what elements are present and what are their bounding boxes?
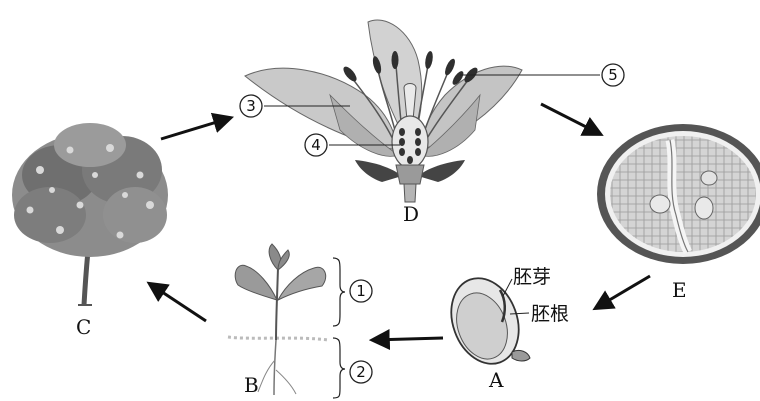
svg-text:3: 3 <box>246 97 256 115</box>
flower-cross-section <box>245 20 522 202</box>
marker-2: 2 <box>350 361 372 383</box>
label-plumule: 胚芽 <box>513 266 551 288</box>
arrow-c-to-d <box>161 118 230 139</box>
marker-4: 4 <box>305 134 327 156</box>
arrow-b-to-c <box>150 284 206 321</box>
stage-label-b: B <box>244 373 259 397</box>
marker-1: 1 <box>350 280 372 302</box>
arrow-d-to-e <box>541 104 600 134</box>
fruit-cross-section <box>597 124 760 264</box>
stage-label-c: C <box>76 315 91 339</box>
svg-text:1: 1 <box>356 282 366 300</box>
svg-text:4: 4 <box>311 136 321 154</box>
stage-label-a: A <box>488 368 504 392</box>
svg-text:5: 5 <box>608 66 618 84</box>
stage-label-d: D <box>403 202 419 226</box>
arrow-e-to-a <box>596 276 650 308</box>
tree-illustration <box>12 123 168 305</box>
marker-5: 5 <box>602 64 624 86</box>
svg-text:2: 2 <box>356 363 366 381</box>
stage-label-e: E <box>672 278 687 302</box>
marker-3: 3 <box>240 95 262 117</box>
arrow-a-to-b <box>373 338 443 340</box>
label-radicle: 胚根 <box>531 303 569 325</box>
leader-line-plumule <box>503 279 512 296</box>
brace-shoot <box>333 258 345 326</box>
seedling-illustration <box>228 244 328 395</box>
brace-root <box>333 338 345 398</box>
